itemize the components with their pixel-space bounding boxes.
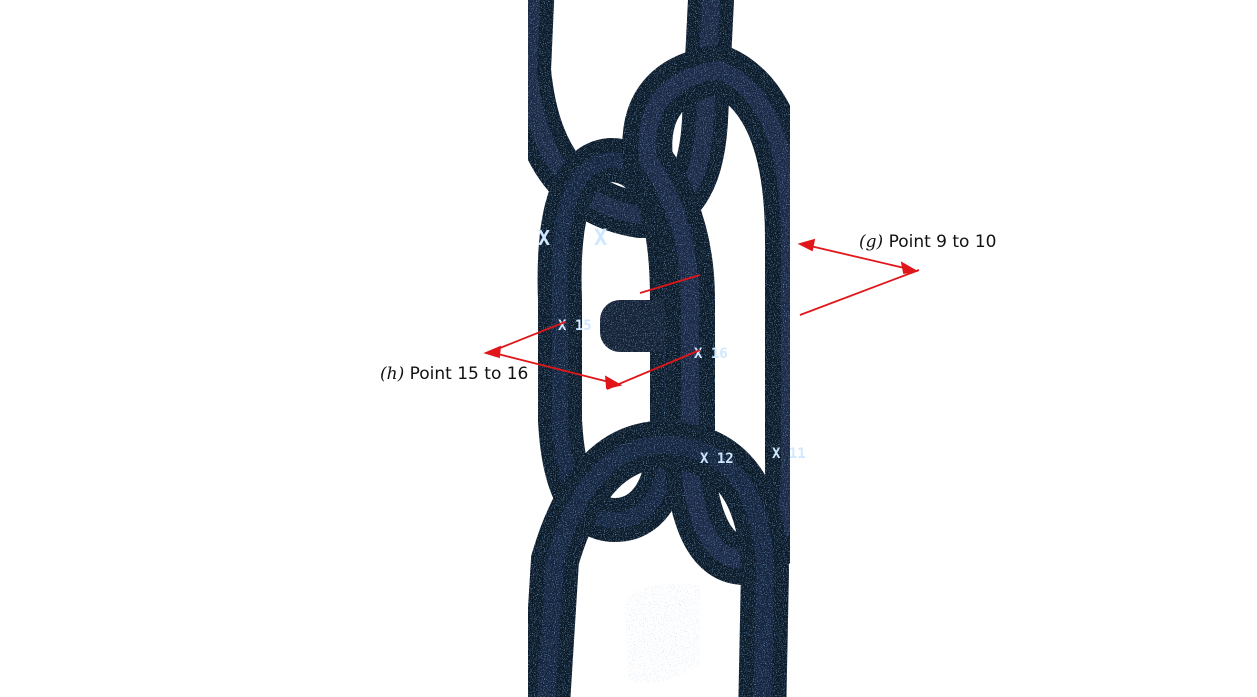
measure-g-line-upper xyxy=(805,244,914,271)
measure-h-line-upper xyxy=(489,321,566,353)
annotation-h-tag: (h) xyxy=(380,364,405,384)
mark-top-1: X xyxy=(538,226,550,250)
chain xyxy=(504,0,815,697)
measure-h-arrow-left xyxy=(483,345,502,359)
measure-h-arrow-right xyxy=(604,375,623,390)
paint-marks: X X X 15 X 16 X 12 X 11 xyxy=(538,226,806,467)
measure-g-arrow-left xyxy=(797,238,816,252)
measure-h-line-lower xyxy=(489,351,618,385)
mark-12: X 12 xyxy=(700,451,734,467)
mark-top-2: X xyxy=(594,226,607,251)
annotation-g-text: Point 9 to 10 xyxy=(888,232,997,252)
measure-g-arrow-right xyxy=(900,261,919,275)
chain-link-right xyxy=(622,44,815,586)
annotation-g: (g) Point 9 to 10 xyxy=(859,232,997,252)
mark-11: X 11 xyxy=(772,446,806,462)
annotation-g-tag: (g) xyxy=(859,232,884,252)
annotation-h: (h) Point 15 to 16 xyxy=(380,364,528,384)
measure-g-line-lower-right xyxy=(799,269,920,316)
chain-link-bottom xyxy=(522,420,790,697)
measure-h-line-right xyxy=(606,349,701,390)
mark-16: X 16 xyxy=(694,346,728,362)
measure-g xyxy=(639,238,920,316)
mark-15: X 15 xyxy=(558,318,592,334)
measure-g-line-lower xyxy=(639,274,701,294)
measure-h xyxy=(483,321,701,390)
annotation-h-text: Point 15 to 16 xyxy=(409,364,529,384)
chain-link-top xyxy=(504,0,735,239)
